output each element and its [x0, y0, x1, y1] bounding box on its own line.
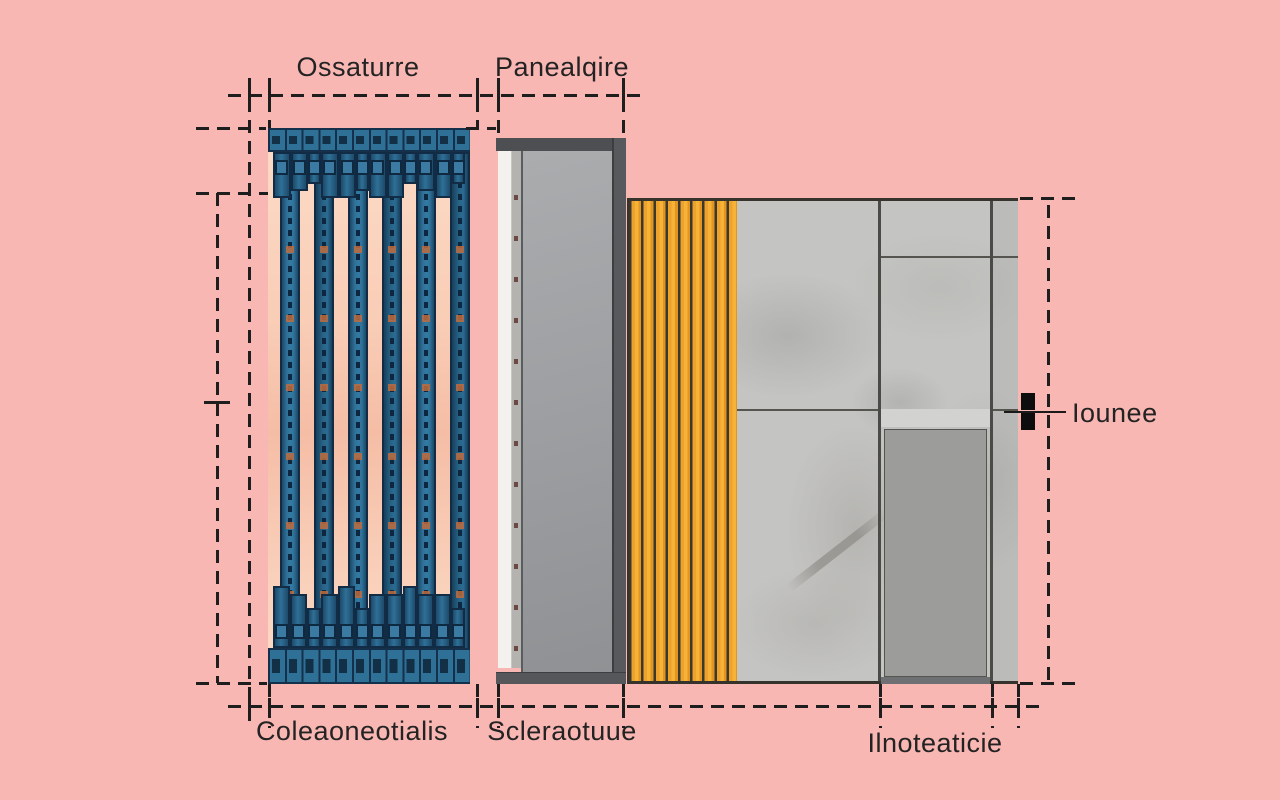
- dim-line-bottom: [228, 705, 1040, 708]
- footer-clip: [386, 594, 403, 648]
- edge-strip-joint-1: [993, 256, 1018, 258]
- tick: [248, 698, 251, 715]
- framework-backing: [268, 128, 470, 684]
- header-clip: [404, 152, 417, 184]
- dim-ext-right-upper: [1020, 197, 1076, 200]
- steel-stud: [382, 152, 402, 660]
- tick-mid-left: [204, 401, 230, 404]
- header-clip: [452, 152, 465, 184]
- label-bottom-right: Ilnoteaticie: [867, 728, 1003, 758]
- top-track: [268, 128, 470, 152]
- footer-clip: [451, 608, 465, 648]
- concrete-joint-horizontal: [737, 409, 878, 411]
- tick: [879, 698, 882, 715]
- footer-clip: [307, 608, 321, 648]
- dim-ext-v-623-top: [622, 78, 625, 138]
- footer-clip: [417, 594, 434, 648]
- dim-ext-top-left: [196, 127, 266, 130]
- tick: [248, 87, 251, 104]
- footer-clip: [273, 586, 290, 648]
- footer-clip: [321, 594, 338, 648]
- panel-right-frame: [612, 138, 626, 684]
- dim-ext-v-248: [248, 78, 251, 728]
- header-clip: [308, 152, 321, 184]
- header-clip: [417, 152, 435, 191]
- tick: [991, 698, 994, 715]
- header-clip: [290, 152, 308, 191]
- label-side-callout: Iounee: [1072, 398, 1158, 428]
- concrete-light-band: [881, 409, 990, 427]
- concrete-joint-vertical-2: [990, 201, 993, 681]
- concrete-inset-panel: [884, 429, 987, 677]
- footer-clip: [434, 594, 451, 648]
- dim-line-left-height: [216, 193, 219, 683]
- header-clip: [338, 152, 356, 198]
- steel-stud: [314, 152, 334, 660]
- panel-top-cap: [496, 138, 626, 151]
- dim-ext-v-498-top: [497, 78, 500, 138]
- edge-strip-joint-2: [993, 409, 1018, 411]
- label-panel: Panealqire: [494, 52, 630, 82]
- header-clip: [369, 152, 387, 198]
- panel-fastener-strip: [512, 151, 521, 668]
- concrete-inset-base: [881, 677, 990, 684]
- footer-clip: [403, 586, 417, 648]
- tick: [622, 698, 625, 715]
- header-clip: [321, 152, 339, 198]
- dim-ext-top-mid: [466, 127, 496, 130]
- callout-square-top: [1021, 393, 1035, 410]
- tick: [497, 698, 500, 715]
- footer-clip: [338, 586, 355, 648]
- stud-row: [268, 152, 470, 660]
- panel-base: [496, 672, 626, 684]
- tick: [476, 698, 479, 715]
- concrete-wall-section: [737, 198, 1018, 684]
- label-ossature: Ossaturre: [296, 52, 420, 82]
- panel-board: [521, 151, 612, 672]
- steel-stud: [348, 152, 368, 660]
- tick: [268, 698, 271, 715]
- panel-white-membrane: [498, 151, 512, 668]
- tick: [622, 87, 625, 104]
- callout-leader-line: [1004, 411, 1066, 413]
- concrete-edge-strip: [993, 201, 1018, 681]
- dim-ext-left-upper: [196, 192, 268, 195]
- steel-stud: [450, 152, 470, 660]
- label-bottom-left: Coleaoneotialis: [255, 716, 449, 746]
- sheathing-panel-section: [496, 138, 626, 684]
- bottom-track: [268, 648, 470, 684]
- dim-line-top: [228, 94, 644, 97]
- tick: [268, 87, 271, 104]
- header-clip-row: [268, 152, 470, 198]
- header-clip: [356, 152, 369, 191]
- dim-ext-right-lower: [1020, 682, 1076, 685]
- concrete-joint-mid: [881, 256, 990, 258]
- tick: [497, 87, 500, 104]
- dim-line-right-height: [1047, 205, 1050, 683]
- concrete-joint-vertical-1: [878, 201, 881, 681]
- header-clip: [386, 152, 404, 198]
- footer-clip: [369, 594, 386, 648]
- stud-framework-section: [268, 128, 470, 684]
- footer-clip: [355, 608, 369, 648]
- callout-square-bottom: [1021, 413, 1035, 430]
- header-clip: [434, 152, 452, 198]
- steel-stud: [416, 152, 436, 660]
- tick: [1017, 698, 1020, 715]
- dim-ext-left-lower: [196, 682, 267, 685]
- label-bottom-center: Scleraotuue: [487, 716, 637, 746]
- footer-clip-row: [268, 586, 470, 648]
- steel-stud: [280, 152, 300, 660]
- tick: [476, 87, 479, 104]
- header-clip: [273, 152, 291, 198]
- footer-clip: [290, 594, 307, 648]
- slat-cladding-section: [627, 198, 737, 684]
- concrete-scratch-mark: [785, 508, 890, 593]
